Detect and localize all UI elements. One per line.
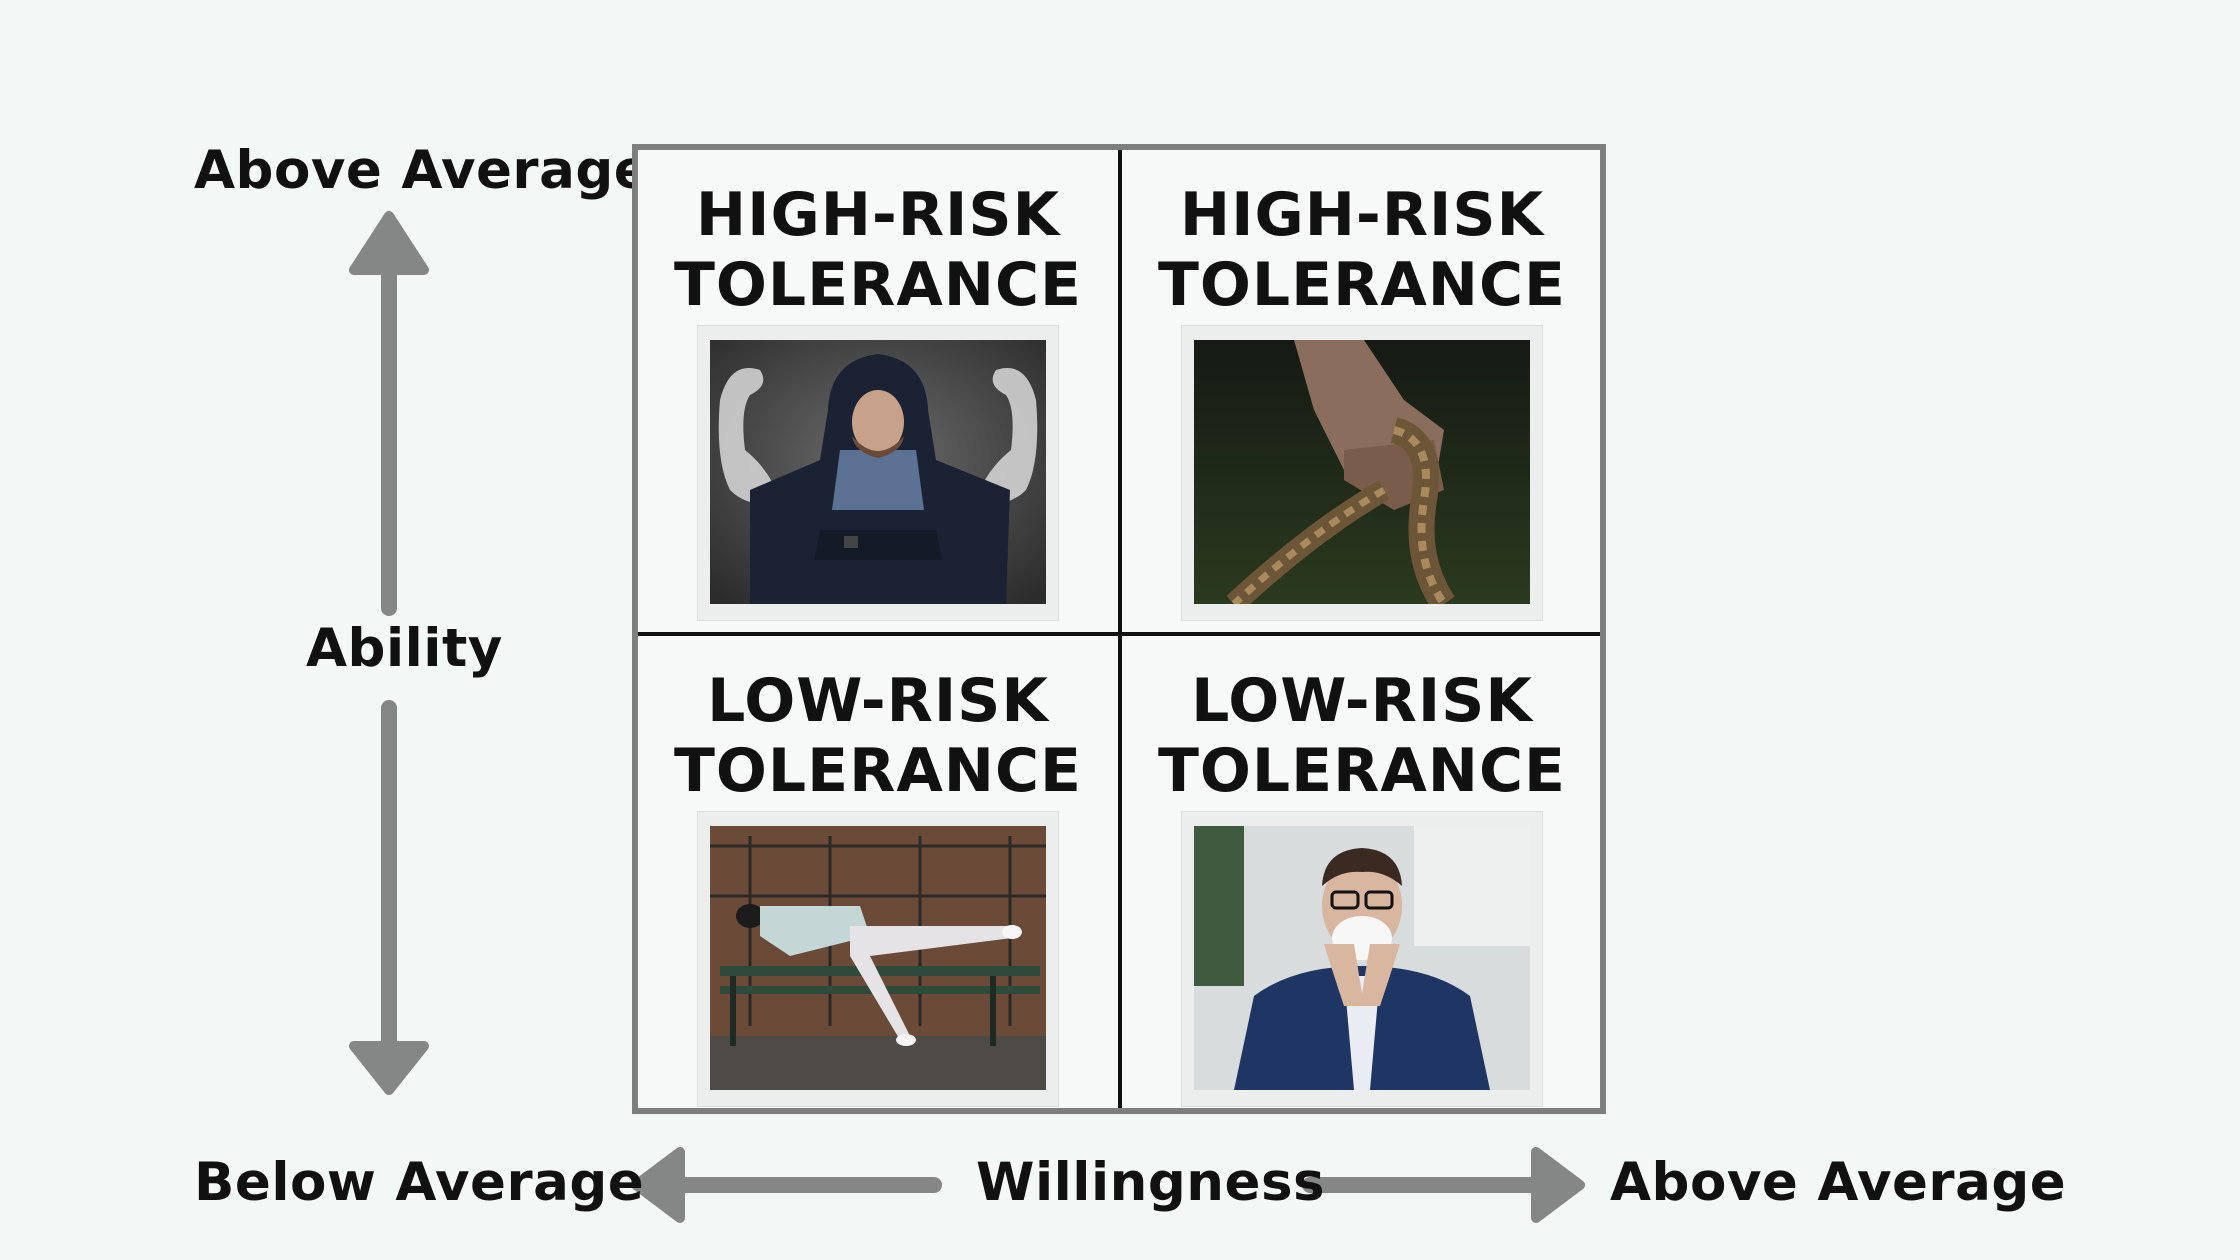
photo-frame (1182, 812, 1542, 1106)
quadrant-title-line1: HIGH-RISK (695, 180, 1061, 250)
quadrant-top-left: HIGH-RISK TOLERANCE (638, 150, 1118, 630)
x-axis-left-arrowhead (631, 1147, 685, 1223)
man-in-hoodie-photo (710, 340, 1046, 604)
quadrant-title: HIGH-RISK TOLERANCE (1122, 180, 1602, 320)
quadrant-title: LOW-RISK TOLERANCE (1122, 666, 1602, 806)
x-axis-left-label: Below Average (194, 1152, 645, 1213)
quadrant-title-line1: LOW-RISK (1191, 666, 1533, 736)
quadrant-title-line2: TOLERANCE (1157, 250, 1567, 320)
man-sneezing-photo (1194, 826, 1530, 1090)
quadrant-bottom-right: LOW-RISK TOLERANCE (1122, 636, 1602, 1116)
photo-frame (698, 326, 1058, 620)
quadrant-title-line2: TOLERANCE (673, 736, 1083, 806)
quadrant-title-line2: TOLERANCE (1157, 736, 1567, 806)
x-axis-title: Willingness (976, 1152, 1326, 1213)
quadrant-title-line2: TOLERANCE (673, 250, 1083, 320)
matrix-vertical-divider (1118, 150, 1122, 1108)
photo-frame (1182, 326, 1542, 620)
quadrant-title: HIGH-RISK TOLERANCE (638, 180, 1118, 320)
y-axis-up-arrowhead (349, 211, 429, 275)
quadrant-bottom-left: LOW-RISK TOLERANCE (638, 636, 1118, 1116)
hand-gripping-rope-photo (1194, 340, 1530, 604)
y-axis-title: Ability (306, 618, 503, 679)
quadrant-title-line1: HIGH-RISK (1179, 180, 1545, 250)
y-axis-top-label: Above Average (194, 140, 651, 201)
photo-frame (698, 812, 1058, 1106)
x-axis-right-arrowhead (1531, 1147, 1585, 1223)
quadrant-title: LOW-RISK TOLERANCE (638, 666, 1118, 806)
risk-tolerance-matrix: HIGH-RISK TOLERANCE (632, 144, 1606, 1114)
woman-on-bench-photo (710, 826, 1046, 1090)
x-axis-right-label: Above Average (1610, 1152, 2067, 1213)
y-axis-down-arrowhead (349, 1041, 429, 1095)
quadrant-title-line1: LOW-RISK (707, 666, 1049, 736)
quadrant-top-right: HIGH-RISK TOLERANCE (1122, 150, 1602, 630)
matrix-horizontal-divider (638, 632, 1600, 636)
